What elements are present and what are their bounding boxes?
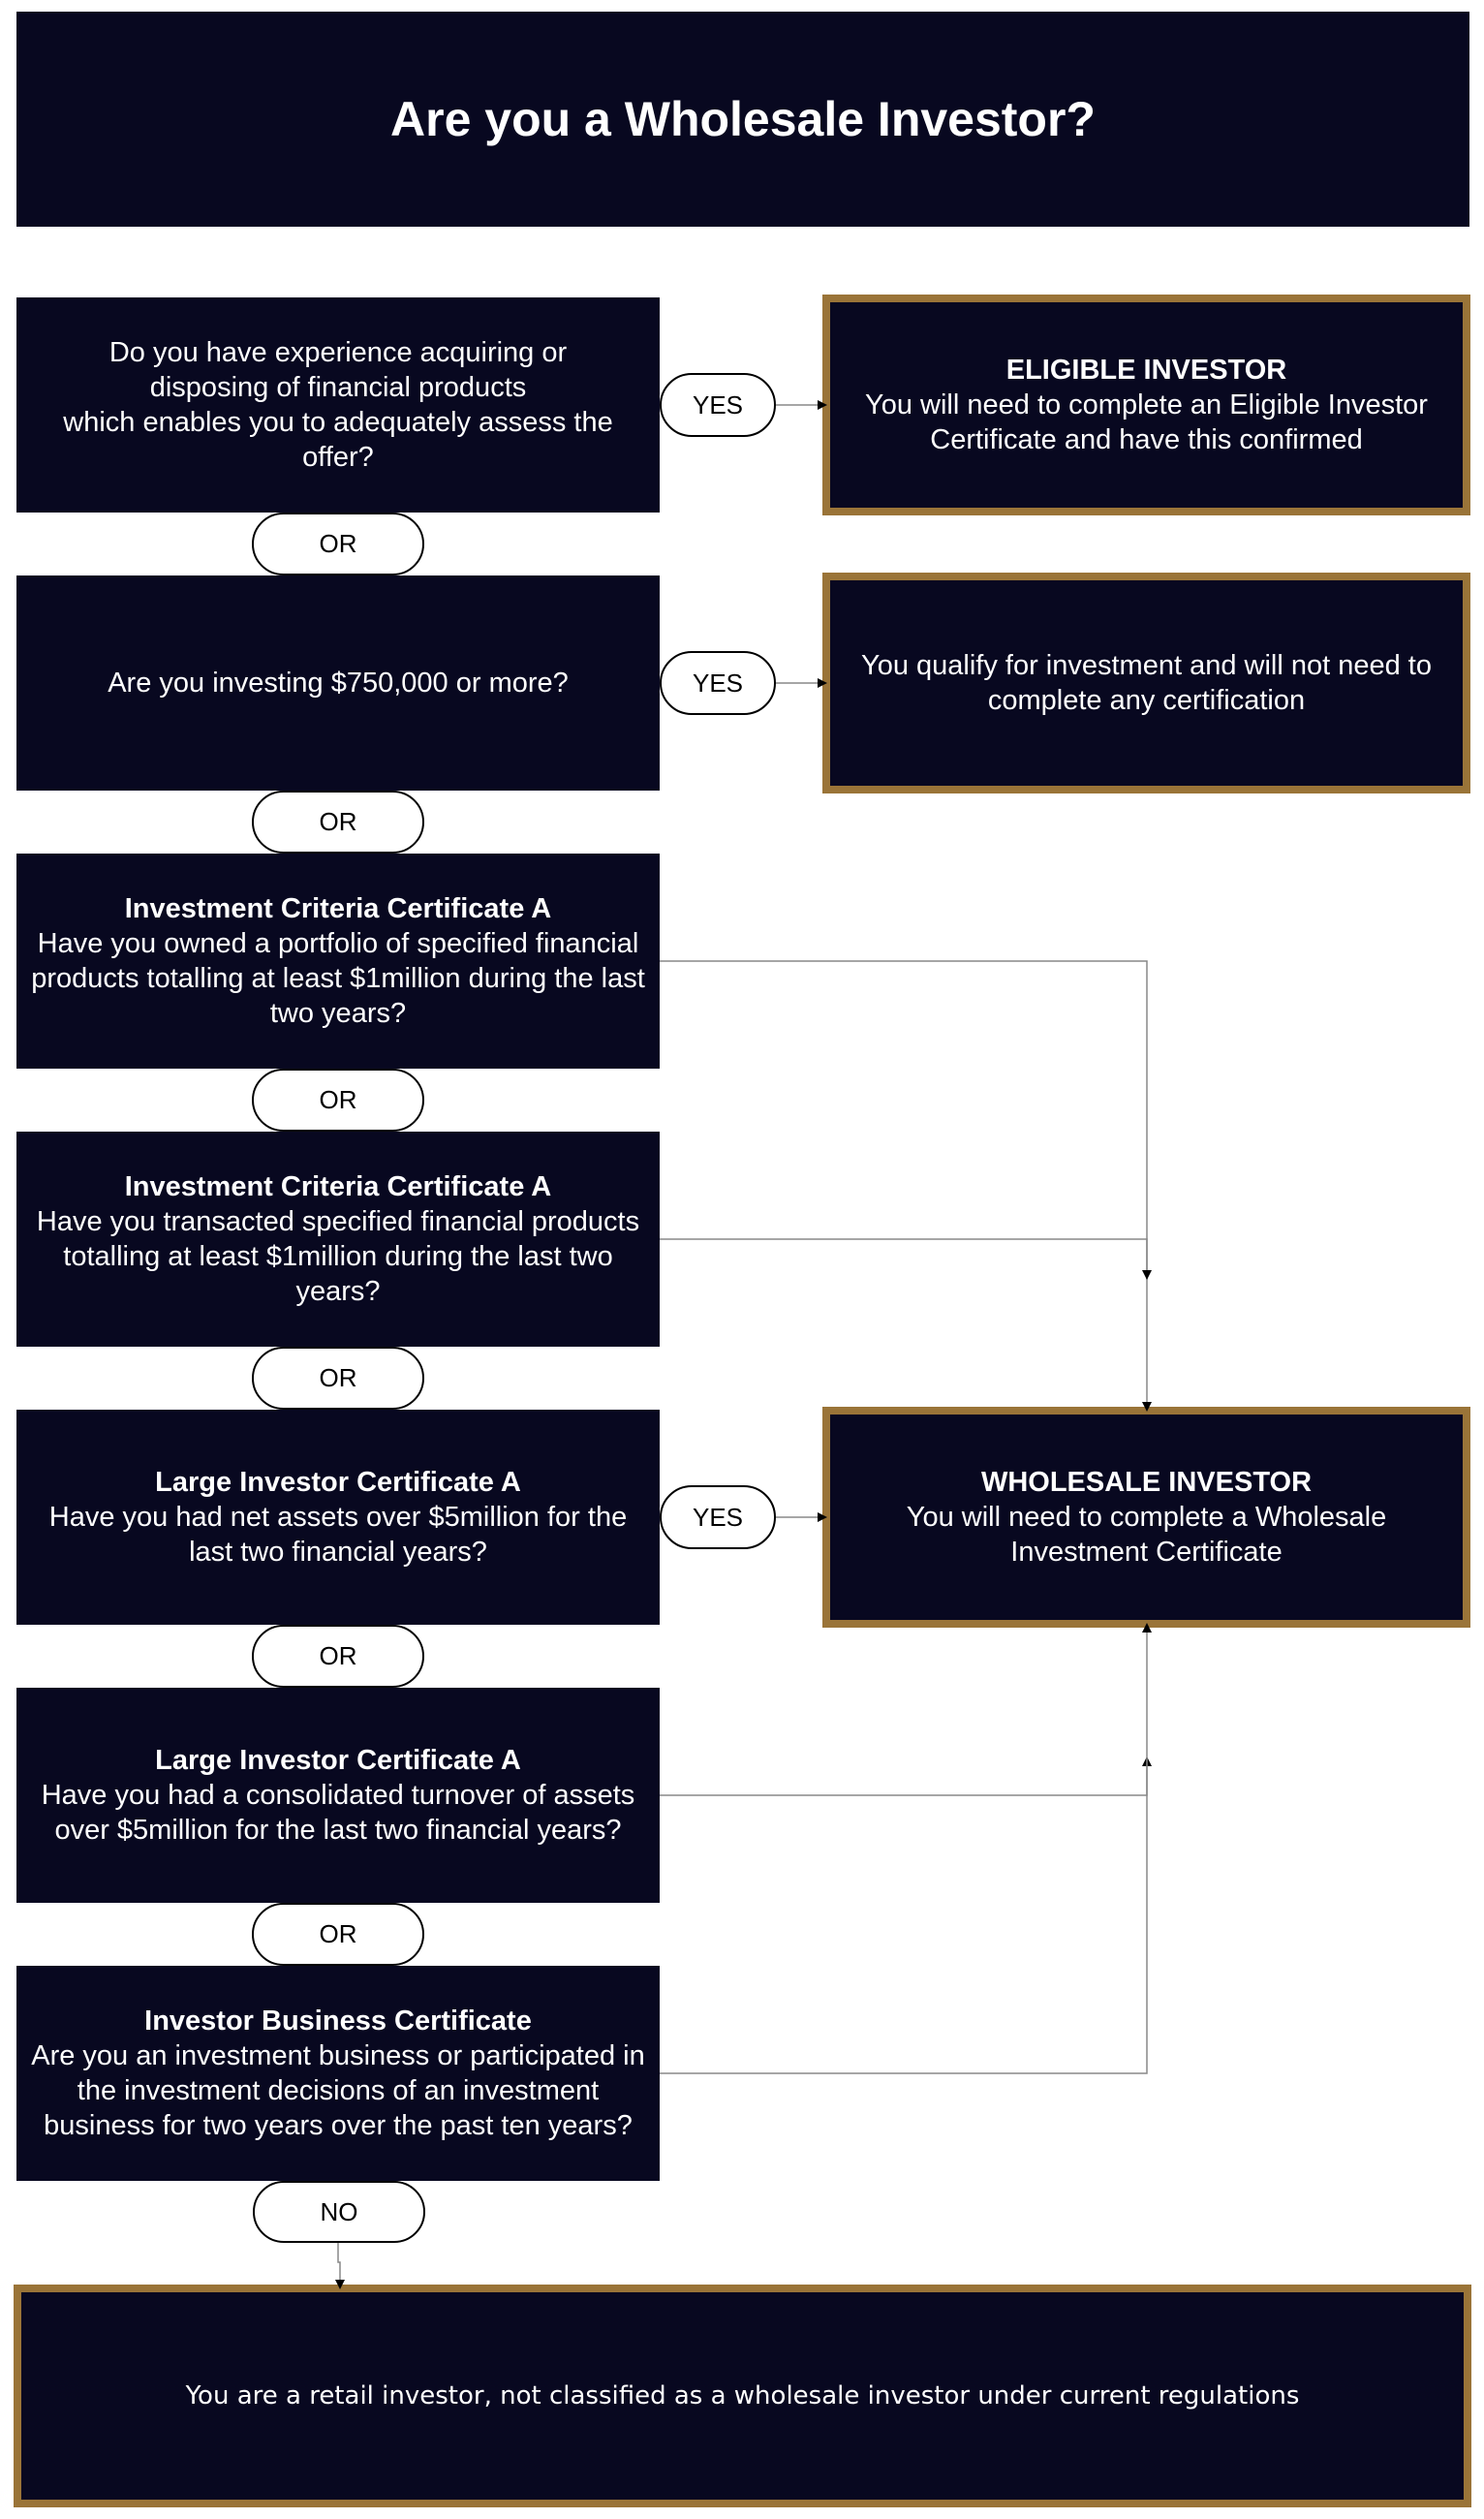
yes-pill-experience: YES <box>660 373 776 437</box>
yes-pill-net-assets: YES <box>660 1485 776 1549</box>
question-investing-750k: Are you investing $750,000 or more? <box>16 575 660 791</box>
outcome-wholesale-investor: WHOLESALE INVESTOR You will need to comp… <box>822 1407 1470 1628</box>
yes-pill-investing: YES <box>660 651 776 715</box>
line-turnover-to-wholesale <box>660 1757 1152 1796</box>
line-transacted-to-wholesale <box>660 1238 1152 1280</box>
question-text: Are you an investment business or partic… <box>31 2040 645 2141</box>
or-pill: OR <box>252 791 424 854</box>
line-business-to-wholesale <box>660 1623 1152 2074</box>
question-net-assets: Large Investor Certificate A Have you ha… <box>16 1410 660 1625</box>
or-label: OR <box>319 1919 357 1948</box>
question-text: Have you owned a portfolio of specified … <box>31 928 645 1029</box>
or-pill: OR <box>252 1347 424 1410</box>
question-text: Have you had net assets over $5million f… <box>48 1502 628 1568</box>
or-pill: OR <box>252 1625 424 1688</box>
arrow-no-retail <box>335 2243 345 2289</box>
or-label: OR <box>319 1363 357 1392</box>
question-heading: Large Investor Certificate A <box>155 1745 521 1776</box>
question-text: Are you investing $750,000 or more? <box>108 668 569 699</box>
or-label: OR <box>319 1641 357 1670</box>
question-investment-business: Investor Business Certificate Are you an… <box>16 1966 660 2181</box>
question-heading: Investment Criteria Certificate A <box>124 893 552 924</box>
question-text: Have you transacted specified financial … <box>36 1206 640 1307</box>
no-pill: NO <box>253 2181 425 2243</box>
outcome-eligible-investor: ELIGIBLE INVESTOR You will need to compl… <box>822 295 1470 515</box>
yes-label: YES <box>692 1502 744 1532</box>
line-portfolio-to-wholesale <box>660 960 1152 1412</box>
or-pill: OR <box>252 1903 424 1966</box>
or-label: OR <box>319 1085 357 1114</box>
yes-label: YES <box>692 668 744 698</box>
question-heading: Investment Criteria Certificate A <box>124 1171 552 1202</box>
question-heading: Large Investor Certificate A <box>155 1467 521 1498</box>
question-heading: Investor Business Certificate <box>144 2006 532 2037</box>
question-turnover: Large Investor Certificate A Have you ha… <box>16 1688 660 1903</box>
outcome-heading: WHOLESALE INVESTOR <box>980 1467 1313 1498</box>
or-pill: OR <box>252 513 424 575</box>
or-label: OR <box>319 807 357 836</box>
outcome-text: You will need to complete a Wholesale In… <box>906 1502 1387 1568</box>
outcome-heading: ELIGIBLE INVESTOR <box>1005 355 1287 386</box>
question-text: Have you had a consolidated turnover of … <box>41 1780 635 1846</box>
page-title-text: Are you a Wholesale Investor? <box>390 92 1096 146</box>
outcome-text: You are a retail investor, not classifie… <box>185 2381 1300 2410</box>
or-label: OR <box>319 529 357 558</box>
question-text: Do you have experience acquiring or disp… <box>63 337 613 473</box>
yes-label: YES <box>692 389 744 420</box>
question-experience: Do you have experience acquiring or disp… <box>16 297 660 513</box>
outcome-qualify: You qualify for investment and will not … <box>822 573 1470 793</box>
page-title: Are you a Wholesale Investor? <box>16 12 1469 227</box>
or-pill: OR <box>252 1069 424 1132</box>
outcome-text: You will need to complete an Eligible In… <box>865 389 1428 455</box>
question-transacted: Investment Criteria Certificate A Have y… <box>16 1132 660 1347</box>
question-portfolio-owned: Investment Criteria Certificate A Have y… <box>16 854 660 1069</box>
outcome-text: You qualify for investment and will not … <box>861 650 1432 716</box>
no-label: NO <box>320 2196 358 2226</box>
outcome-retail-investor: You are a retail investor, not classifie… <box>14 2285 1471 2507</box>
